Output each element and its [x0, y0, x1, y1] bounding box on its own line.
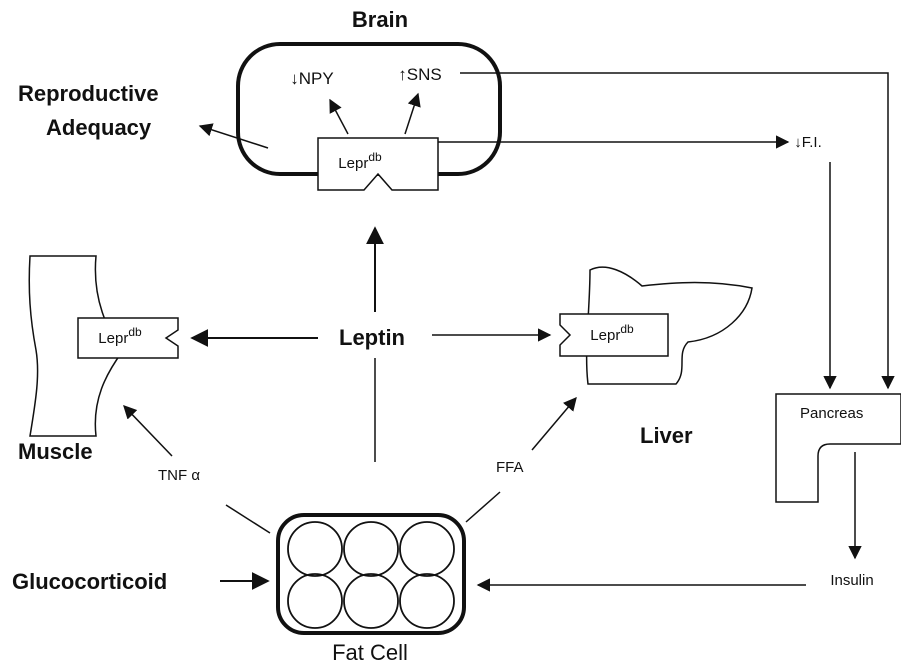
fat-droplet [400, 574, 454, 628]
fat-droplet [344, 574, 398, 628]
fat-cell-label: Fat Cell [332, 640, 408, 664]
fat-droplet [288, 522, 342, 576]
sns-label: ↑SNS [398, 65, 441, 84]
sns-to-pancreas-arrow [460, 73, 888, 388]
tnf-label: TNF α [158, 467, 200, 484]
brain-title: Brain [352, 7, 408, 32]
brain-to-sns-arrow [405, 94, 418, 134]
brain-to-npy-arrow [330, 100, 348, 134]
reproductive-line2: Adequacy [46, 115, 152, 140]
brain-to-reproductive-arrow [200, 126, 268, 148]
reproductive-line1: Reproductive [18, 81, 159, 106]
insulin-label: Insulin [830, 572, 873, 589]
leptin-label: Leptin [339, 325, 405, 350]
fat-to-tnf-line [226, 505, 270, 533]
fat-droplet [344, 522, 398, 576]
muscle-label: Muscle [18, 439, 93, 464]
fat-to-ffa-line [466, 492, 500, 522]
fat-droplet [288, 574, 342, 628]
pancreas-label: Pancreas [800, 405, 863, 422]
fat-droplet [400, 522, 454, 576]
brain-receptor-box [318, 138, 438, 190]
ffa-to-liver-arrow [532, 398, 576, 450]
tnf-to-muscle-arrow [124, 406, 172, 456]
liver-label: Liver [640, 423, 693, 448]
ffa-label: FFA [496, 459, 524, 476]
npy-label: ↓NPY [290, 69, 333, 88]
glucocorticoid-label: Glucocorticoid [12, 569, 167, 594]
food-intake-label: ↓F.I. [794, 134, 822, 151]
